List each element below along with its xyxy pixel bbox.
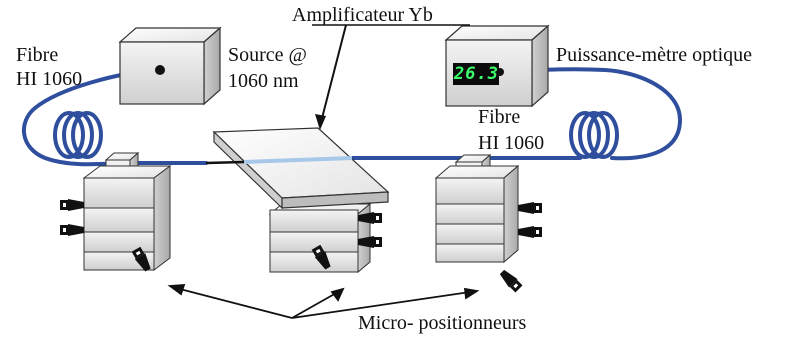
adjustment-knob-icon	[499, 269, 523, 293]
right-micro-positioner	[434, 153, 542, 293]
left-fiber-coil	[53, 111, 103, 159]
waveguide-line	[243, 156, 353, 164]
amplifier-label: Amplificateur Yb	[292, 4, 433, 26]
adjustment-knob-icon	[358, 212, 382, 224]
ytterbium-amplifier-chip	[205, 127, 390, 210]
adjustment-knob-icon	[131, 246, 151, 272]
left-fibre-label-line1: Fibre	[16, 44, 59, 66]
power-meter-display	[453, 63, 499, 85]
left-micro-positioner	[60, 151, 172, 272]
laser-source-box	[118, 26, 222, 106]
power-meter-reading: 26.3	[454, 64, 499, 84]
source-label-line2: 1060 nm	[228, 70, 299, 92]
left-fibre-label-line2: HI 1060	[16, 68, 83, 90]
adjustment-knob-icon	[60, 224, 84, 236]
source-output-port-icon	[155, 65, 165, 75]
adjustment-knob-icon	[60, 199, 84, 211]
adjustment-knob-icon	[518, 202, 542, 214]
amplifier-pointer	[312, 24, 470, 130]
center-micro-positioner	[268, 202, 382, 274]
power-meter-box	[444, 24, 550, 108]
power-meter-label: Puissance-mètre optique	[556, 44, 753, 66]
adjustment-knob-icon	[311, 244, 331, 270]
power-meter-input-port-icon	[496, 68, 504, 76]
right-fibre-label-line1: Fibre	[478, 106, 521, 128]
right-fiber-coil	[569, 111, 619, 159]
micro-positioners-label: Micro- positionneurs	[358, 312, 527, 334]
source-label-line1: Source @	[228, 44, 307, 66]
micro-positioner-pointers	[167, 284, 480, 319]
adjustment-knob-icon	[358, 236, 382, 248]
right-fibre-label-line2: HI 1060	[478, 132, 545, 154]
adjustment-knob-icon	[518, 226, 542, 238]
